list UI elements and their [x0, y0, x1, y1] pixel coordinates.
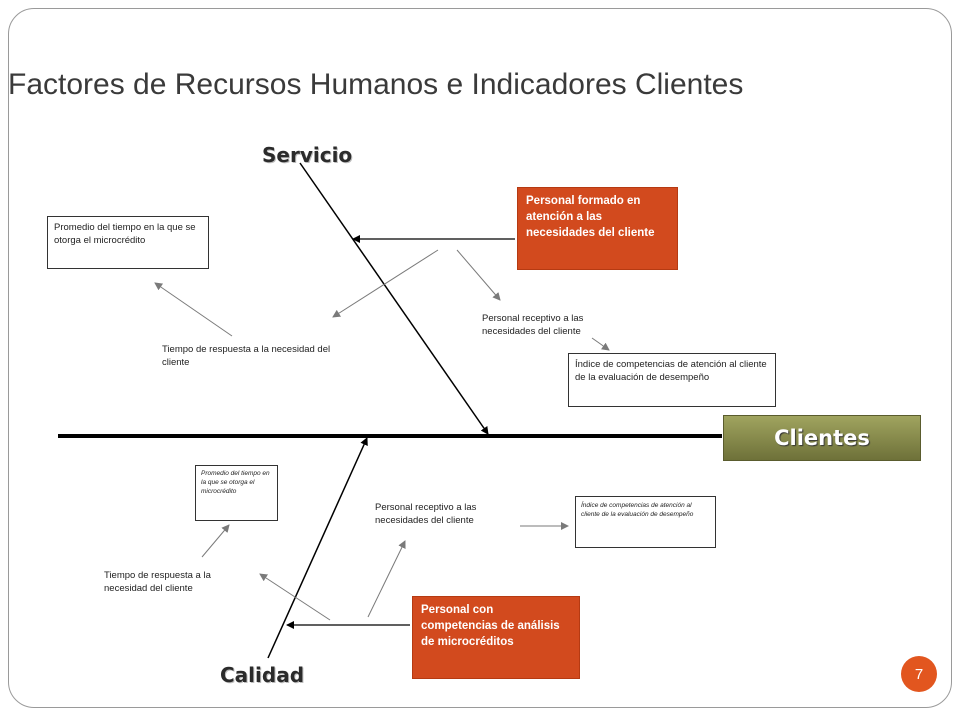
arrow-top-tiempo: [332, 249, 439, 318]
label-tiempo-top: Tiempo de respuesta a la necesidad del c…: [162, 344, 331, 368]
bone-label-servicio: Servicio: [262, 143, 353, 167]
indicator-indice-bottom: Índice de competencias de atención al cl…: [575, 496, 716, 548]
arrow-bot-tiempo: [259, 573, 331, 621]
page-number-badge: 7: [901, 656, 937, 692]
arrow-bot-promedio: [201, 524, 230, 558]
slide-title: Factores de Recursos Humanos e Indicador…: [8, 68, 744, 101]
indicator-indice-top: Índice de competencias de atención al cl…: [568, 353, 776, 407]
fishbone-head-clientes: Clientes: [723, 415, 921, 461]
bone-calidad: [267, 437, 368, 659]
arrow-top-receptivo: [456, 249, 501, 301]
indicator-promedio-top: Promedio del tiempo en la que se otorga …: [47, 216, 209, 269]
label-tiempo-bottom: Tiempo de respuesta a la necesidad del c…: [104, 570, 211, 594]
indicator-promedio-bottom: Promedio del tiempo en la que se otorga …: [195, 465, 278, 521]
bone-label-calidad: Calidad: [220, 663, 305, 687]
label-receptivo-bottom: Personal receptivo a las necesidades del…: [375, 502, 477, 526]
arrow-bot-receptivo: [367, 540, 406, 618]
arrow-top-indice: [591, 337, 610, 351]
cause-box-personal-competencias: Personal con competencias de análisis de…: [412, 596, 580, 679]
label-receptivo-top: Personal receptivo a las necesidades del…: [482, 313, 584, 337]
slide-frame: [8, 8, 952, 708]
arrow-top-promedio: [154, 282, 233, 337]
bone-servicio: [299, 162, 489, 435]
cause-box-personal-formado: Personal formado en atención a las neces…: [517, 187, 678, 270]
